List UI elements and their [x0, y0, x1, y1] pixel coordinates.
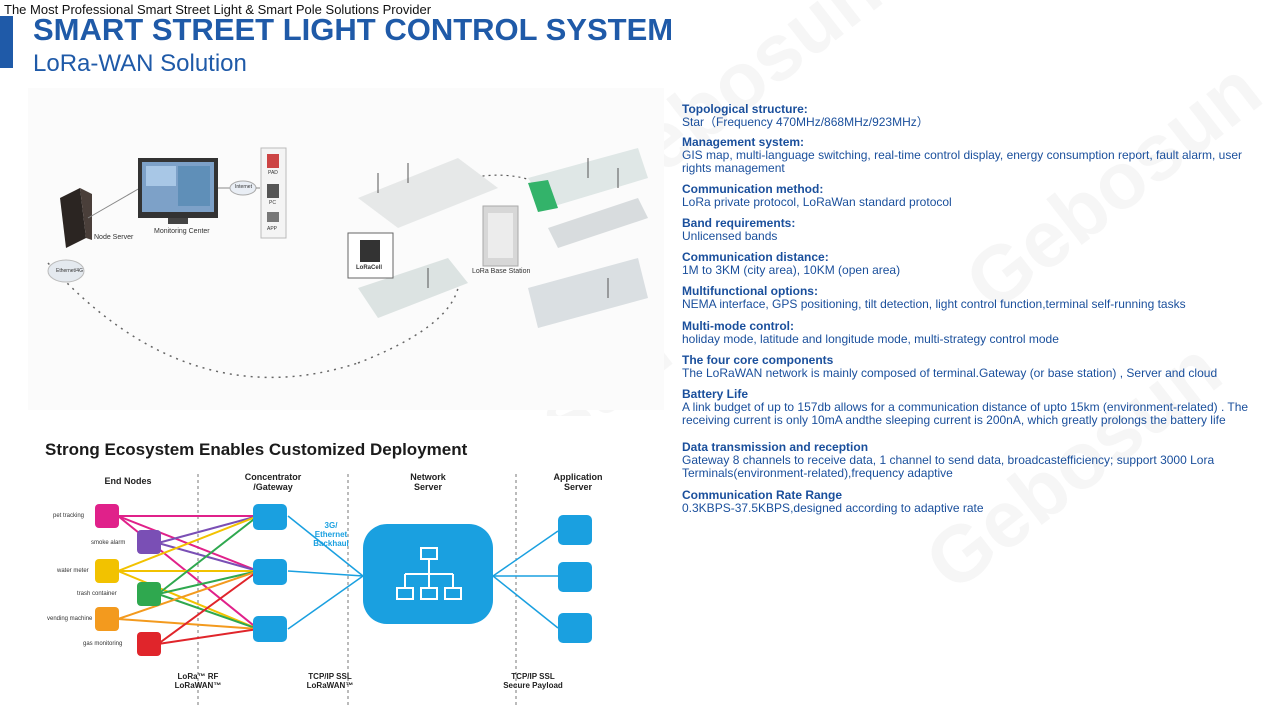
- trash-container-icon: [137, 582, 161, 606]
- node-label: vending machine: [47, 616, 93, 622]
- node-label: smoke alarm: [91, 540, 126, 546]
- spec-topology: Topological structure:Star（Frequency 470…: [682, 102, 929, 129]
- ecosystem-title: Strong Ecosystem Enables Customized Depl…: [45, 440, 468, 459]
- loracell-label: LoRaCell: [356, 265, 383, 271]
- spec-list: Topological structure:Star（Frequency 470…: [682, 103, 1272, 515]
- internet-label: Internet: [235, 184, 252, 190]
- node-label: trash container: [77, 591, 117, 597]
- spec-multi-mode: Multi-mode control:holiday mode, latitud…: [682, 319, 1059, 346]
- application-server-icon: [558, 515, 592, 545]
- tagline: The Most Professional Smart Street Light…: [4, 2, 432, 17]
- gateway-icon: [253, 504, 287, 530]
- pet-tracking-icon: [95, 504, 119, 528]
- node-server-icon: [60, 188, 92, 248]
- node-label: water meter: [57, 568, 89, 574]
- spec-band: Band requirements:Unlicensed bands: [682, 216, 796, 243]
- node-server-label: Node Server: [94, 234, 134, 241]
- page-title: SMART STREET LIGHT CONTROL SYSTEM: [33, 12, 674, 47]
- smoke-alarm-icon: [137, 530, 161, 554]
- application-server-icon: [558, 562, 592, 592]
- pc-label: PC: [269, 200, 276, 206]
- gas-monitoring-icon: [137, 632, 161, 656]
- spec-multifunctional: Multifunctional options:NEMA interface, …: [682, 284, 1186, 311]
- column-header-end-nodes: End Nodes: [104, 476, 152, 486]
- topology-illustration: Node Server Monitoring Center Internet P…: [28, 88, 664, 410]
- spec-communication-method: Communication method:LoRa private protoc…: [682, 182, 952, 209]
- application-server-icon: [558, 613, 592, 643]
- app-label: APP: [267, 226, 278, 232]
- node-label: pet tracking: [53, 513, 85, 519]
- monitoring-center-label: Monitoring Center: [154, 228, 210, 235]
- accent-bar: [0, 16, 13, 68]
- water-meter-icon: [95, 559, 119, 583]
- page-subtitle: LoRa-WAN Solution: [33, 50, 247, 77]
- node-label: gas monitoring: [83, 641, 123, 647]
- gateway-icon: [253, 559, 287, 585]
- gateway-icon: [253, 616, 287, 642]
- pad-label: PAD: [268, 170, 278, 176]
- vending-machine-icon: [95, 607, 119, 631]
- ethernet-label: Ethernet/4G: [56, 268, 83, 274]
- base-station-label: LoRa Base Station: [472, 268, 531, 275]
- column-header-gateway: Concentrator/Gateway: [244, 472, 302, 492]
- spec-management: Management system:GIS map, multi-languag…: [682, 135, 1243, 175]
- ecosystem-diagram: Strong Ecosystem Enables Customized Depl…: [33, 416, 665, 706]
- ecosystem-svg: [95, 474, 592, 706]
- topology-svg: [47, 147, 648, 379]
- spec-distance: Communication distance:1M to 3KM (city a…: [682, 250, 901, 277]
- monitoring-center-icon: [138, 158, 218, 224]
